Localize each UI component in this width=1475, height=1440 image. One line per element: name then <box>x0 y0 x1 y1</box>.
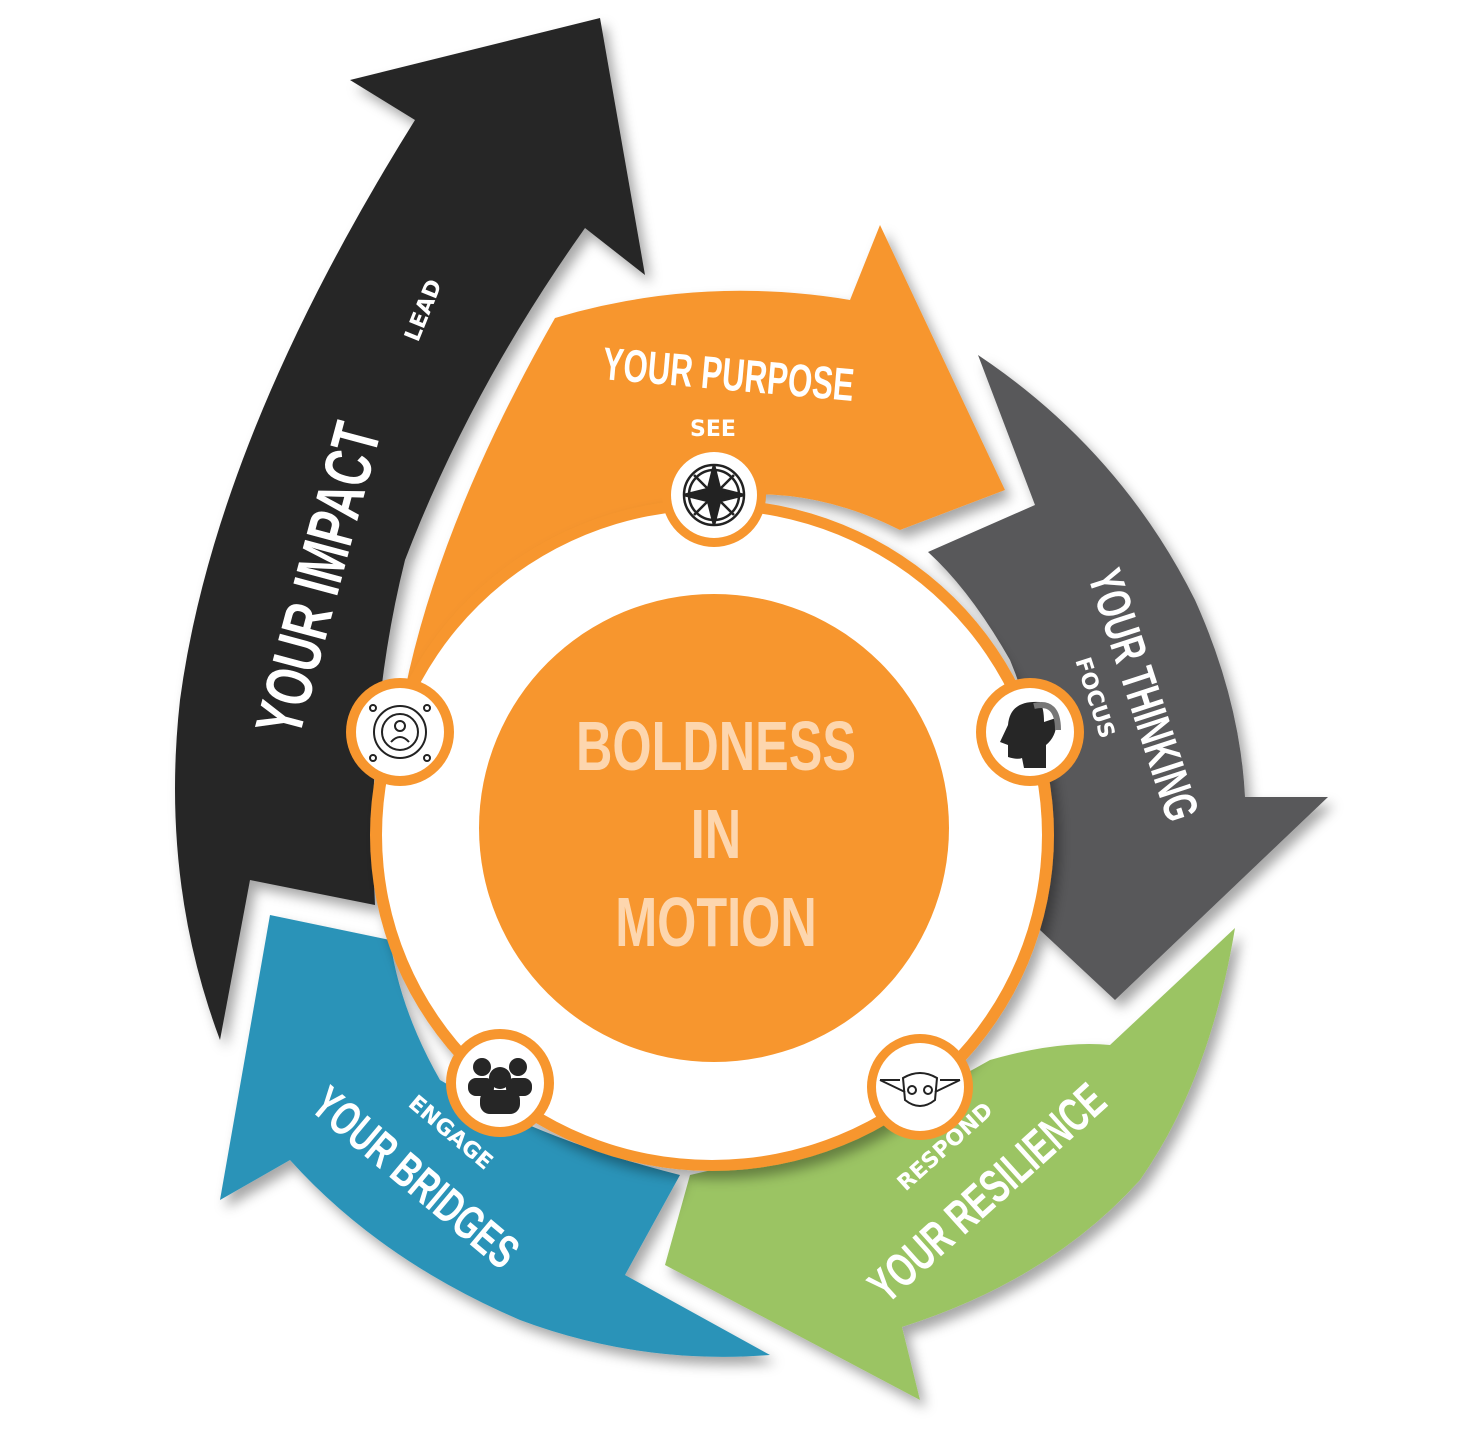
center-title-line1: BOLDNESS <box>576 707 856 785</box>
badge-people <box>446 1029 554 1137</box>
badge-yoda <box>867 1034 973 1140</box>
badge-head <box>976 678 1084 786</box>
people-group-icon <box>468 1058 532 1114</box>
badge-leader <box>346 678 454 786</box>
head-thinking-icon <box>1000 701 1057 768</box>
arrow-your-thinking <box>928 355 1328 1000</box>
center-title-line2: IN <box>691 795 741 873</box>
center-circle <box>479 594 949 1062</box>
yoda-face-icon <box>879 1072 961 1107</box>
center-title-line3: MOTION <box>615 883 817 961</box>
leader-network-icon <box>369 704 431 762</box>
arrow-your-resilience <box>665 928 1235 1400</box>
compass-icon <box>682 463 746 527</box>
label-see: SEE <box>690 417 736 442</box>
badge-compass <box>662 443 766 547</box>
arrow-your-impact <box>175 18 645 1040</box>
